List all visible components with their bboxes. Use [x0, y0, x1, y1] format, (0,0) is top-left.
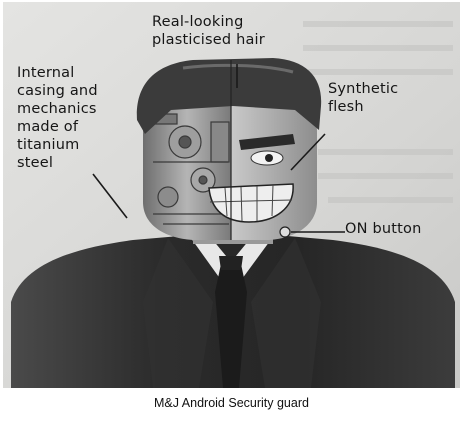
- book-page-photo: [3, 2, 460, 388]
- tie-knot: [219, 256, 243, 270]
- left-lapel: [143, 238, 213, 388]
- brow: [239, 134, 295, 150]
- right-lapel: [251, 238, 321, 388]
- figure-caption: M&J Android Security guard: [154, 396, 309, 410]
- tie: [215, 264, 247, 388]
- hair-sheen: [182, 63, 294, 74]
- shirt-collar: [188, 228, 275, 294]
- label-synthetic-flesh: Synthetic flesh: [328, 81, 399, 115]
- label-real-looking-hair: Real-looking plasticised hair: [152, 14, 265, 48]
- internal-mechanics: [152, 113, 230, 225]
- plasticised-hair: [136, 58, 322, 134]
- leader-internal: [92, 173, 128, 219]
- leader-flesh: [290, 133, 326, 171]
- faint-page-text: [303, 21, 453, 203]
- leader-lines: [92, 64, 345, 233]
- android-illustration: [3, 2, 460, 388]
- label-on-button: ON button: [345, 221, 422, 237]
- on-button: [279, 226, 291, 238]
- teeth-lines: [209, 184, 293, 222]
- pupil: [265, 154, 273, 162]
- label-internal-casing: Internal casing and mechanics made of ti…: [17, 65, 98, 171]
